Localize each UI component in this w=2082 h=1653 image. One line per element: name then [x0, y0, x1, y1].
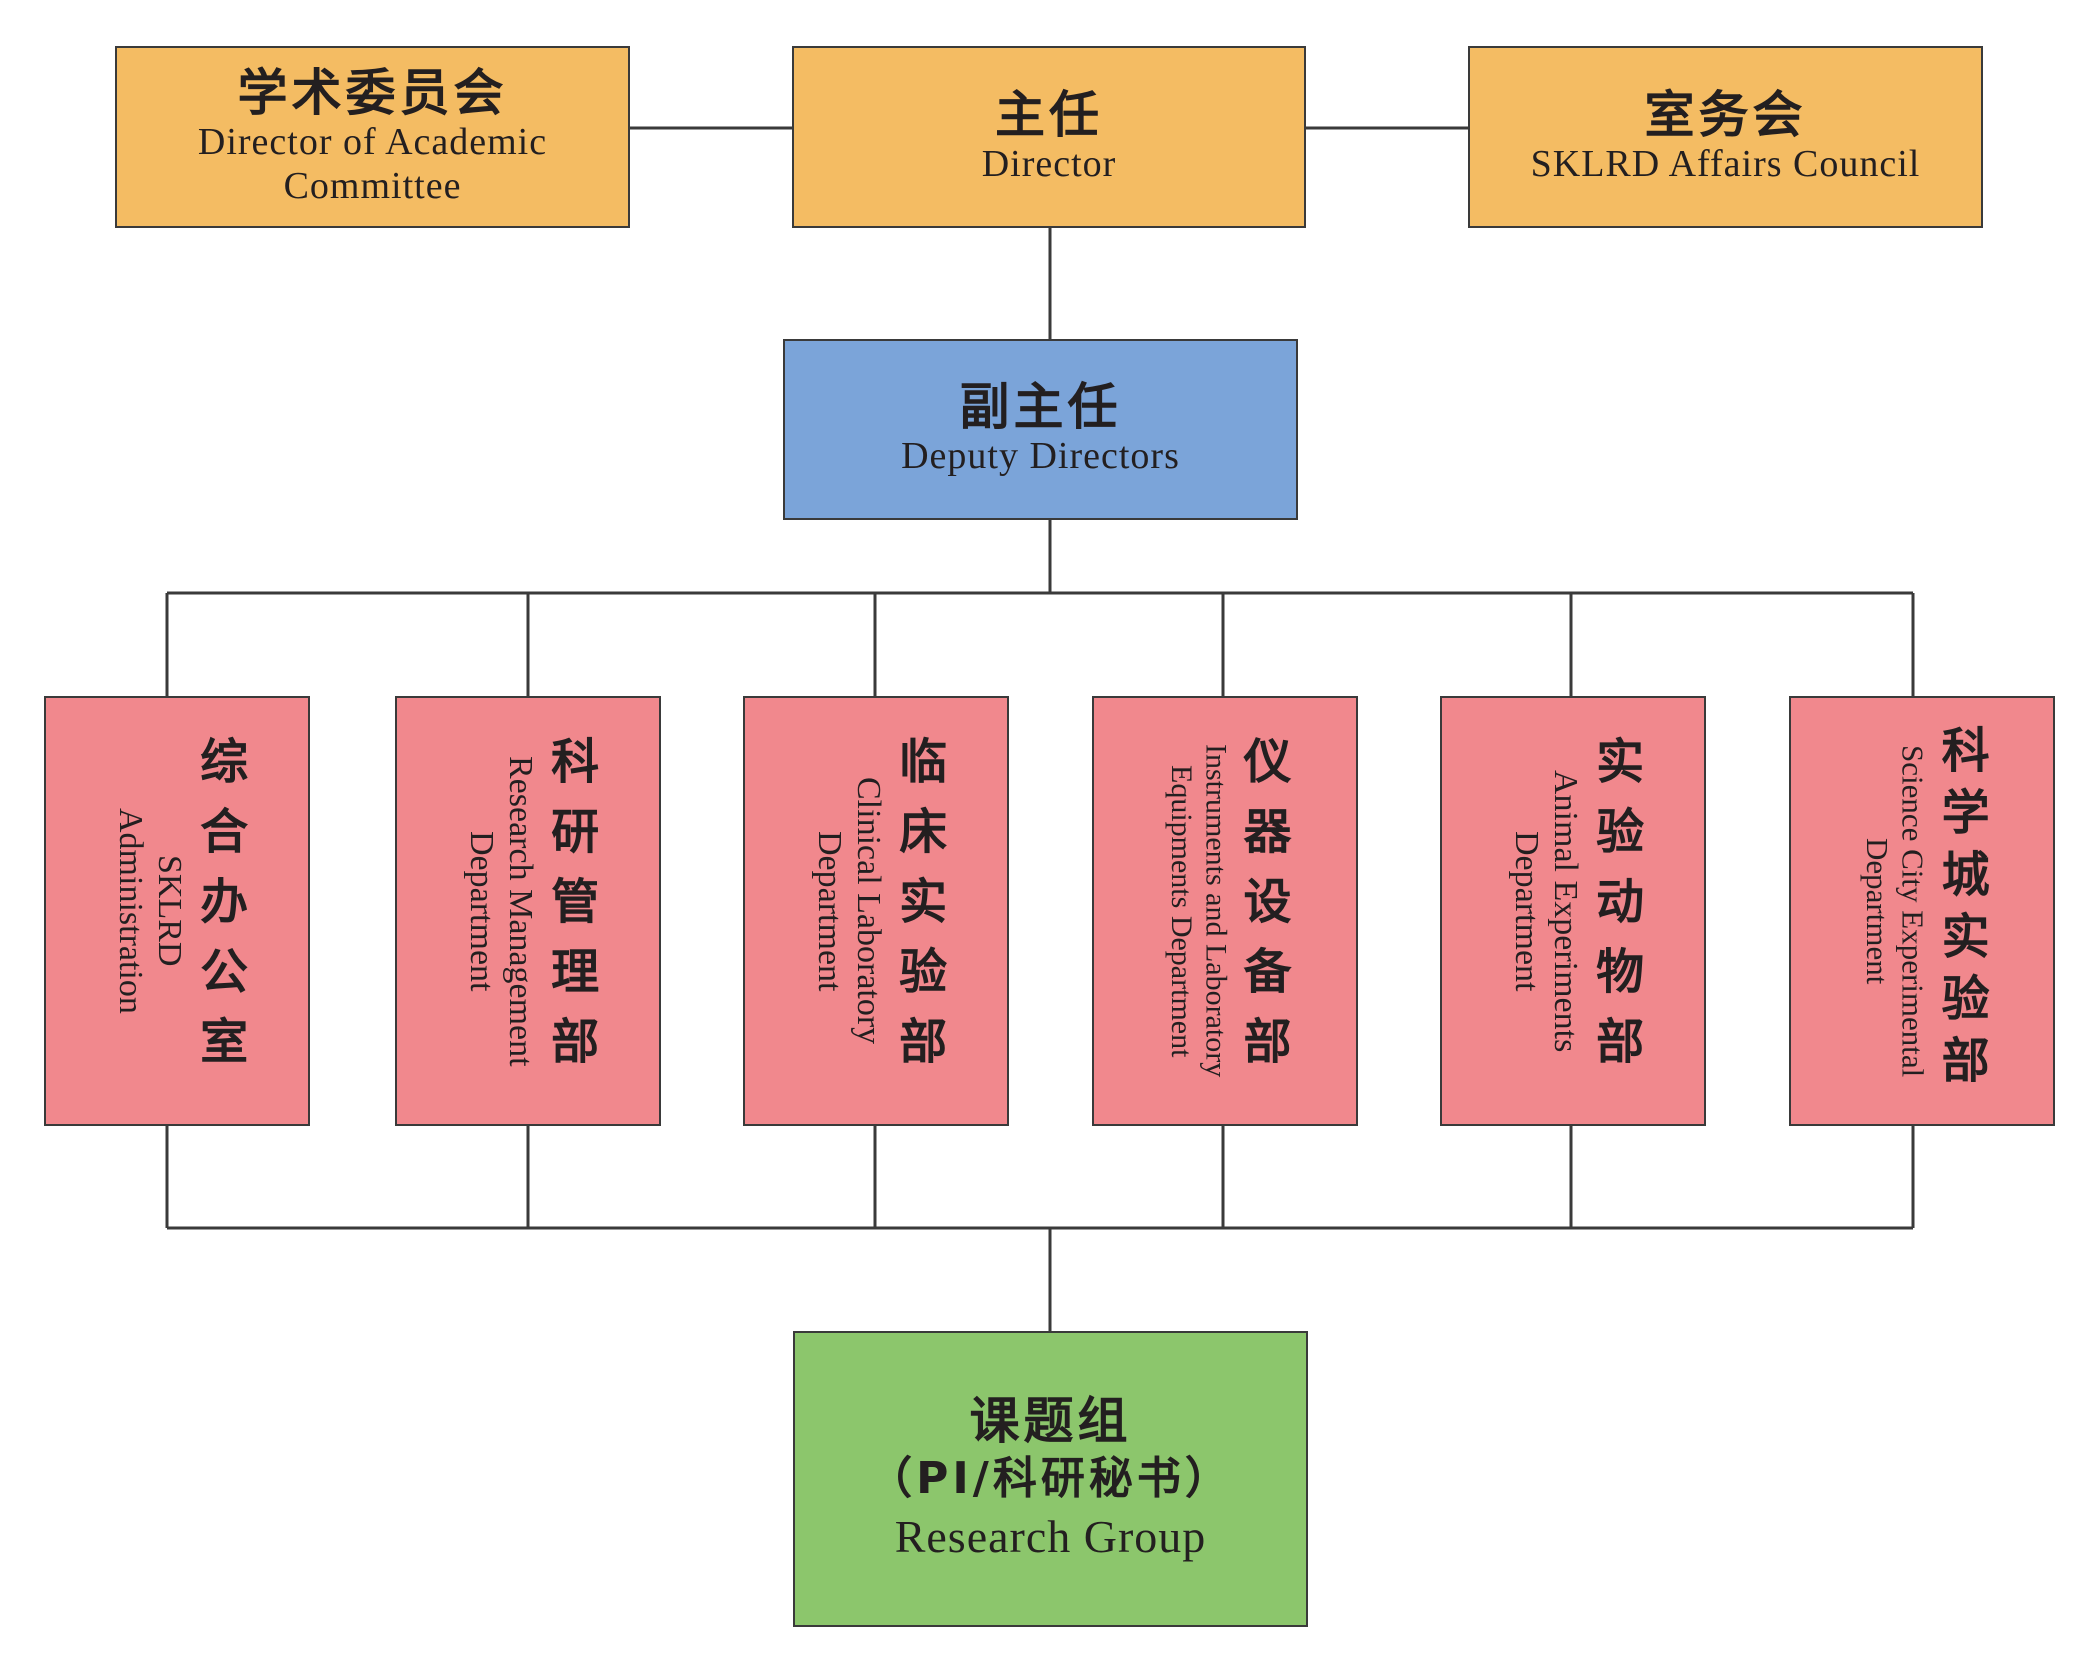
research-group-cn: 课题组	[969, 1391, 1132, 1450]
dept-instruments-en: Instruments and Laboratory Equipments De…	[1164, 744, 1233, 1077]
dept-clinical-laboratory-en-line2: Department	[811, 830, 848, 992]
research-group-en: Research Group	[894, 1511, 1207, 1563]
director-box: 主任 Director	[792, 46, 1306, 228]
dept-research-management-cn: 科研管理部	[542, 736, 599, 1086]
dept-clinical-laboratory-cn: 临床实验部	[890, 736, 947, 1086]
deputy-directors-cn: 副主任	[959, 378, 1122, 437]
dept-research-management-box: 科研管理部 Research Management Department	[395, 696, 661, 1126]
dept-science-city-en-line1: Science City Experimental	[1895, 744, 1931, 1078]
dept-animal-experiments-en-line2: Department	[1508, 830, 1545, 992]
academic-committee-en-line1: Director of Academic	[197, 120, 548, 163]
dept-instruments-box: 仪器设备部 Instruments and Laboratory Equipme…	[1092, 696, 1358, 1126]
affairs-council-box: 室务会 SKLRD Affairs Council	[1468, 46, 1983, 228]
dept-administration-en-line2: Administration	[112, 808, 149, 1014]
affairs-council-en: SKLRD Affairs Council	[1530, 142, 1921, 185]
academic-committee-box: 学术委员会 Director of Academic Committee	[115, 46, 630, 228]
dept-science-city-en-line2: Department	[1860, 837, 1895, 985]
dept-science-city-en: Science City Experimental Department	[1859, 744, 1931, 1078]
deputy-directors-en: Deputy Directors	[901, 435, 1180, 478]
academic-committee-en-line2: Committee	[283, 164, 462, 207]
director-en: Director	[981, 142, 1117, 185]
dept-administration-en: SKLRD Administration	[111, 808, 189, 1014]
dept-animal-experiments-cn: 实验动物部	[1587, 736, 1644, 1086]
affairs-council-cn: 室务会	[1644, 85, 1807, 144]
dept-instruments-cn: 仪器设备部	[1234, 736, 1291, 1086]
research-group-box: 课题组 （PI/科研秘书） Research Group	[793, 1331, 1308, 1627]
dept-animal-experiments-en: Animal Experiments Department	[1507, 770, 1585, 1052]
dept-instruments-en-line1: Instruments and Laboratory	[1199, 744, 1233, 1078]
dept-instruments-en-line2: Equipments Department	[1165, 764, 1198, 1058]
dept-administration-en-line1: SKLRD	[151, 855, 189, 967]
dept-administration-cn: 综合办公室	[191, 736, 248, 1086]
dept-clinical-laboratory-en-line1: Clinical Laboratory	[850, 777, 888, 1045]
director-cn: 主任	[995, 85, 1103, 144]
academic-committee-cn: 学术委员会	[237, 63, 508, 122]
dept-animal-experiments-box: 实验动物部 Animal Experiments Department	[1440, 696, 1706, 1126]
dept-research-management-en-line2: Department	[463, 830, 500, 992]
dept-animal-experiments-en-line1: Animal Experiments	[1547, 769, 1585, 1053]
dept-clinical-laboratory-box: 临床实验部 Clinical Laboratory Department	[743, 696, 1009, 1126]
dept-research-management-en: Research Management Department	[462, 756, 540, 1067]
dept-science-city-box: 科学城实验部 Science City Experimental Departm…	[1789, 696, 2055, 1126]
deputy-directors-box: 副主任 Deputy Directors	[783, 339, 1298, 520]
dept-clinical-laboratory-en: Clinical Laboratory Department	[810, 777, 888, 1044]
dept-research-management-en-line1: Research Management	[502, 755, 540, 1067]
research-group-cn-sub: （PI/科研秘书）	[868, 1452, 1233, 1504]
dept-science-city-cn: 科学城实验部	[1932, 725, 1989, 1097]
dept-administration-box: 综合办公室 SKLRD Administration	[44, 696, 310, 1126]
